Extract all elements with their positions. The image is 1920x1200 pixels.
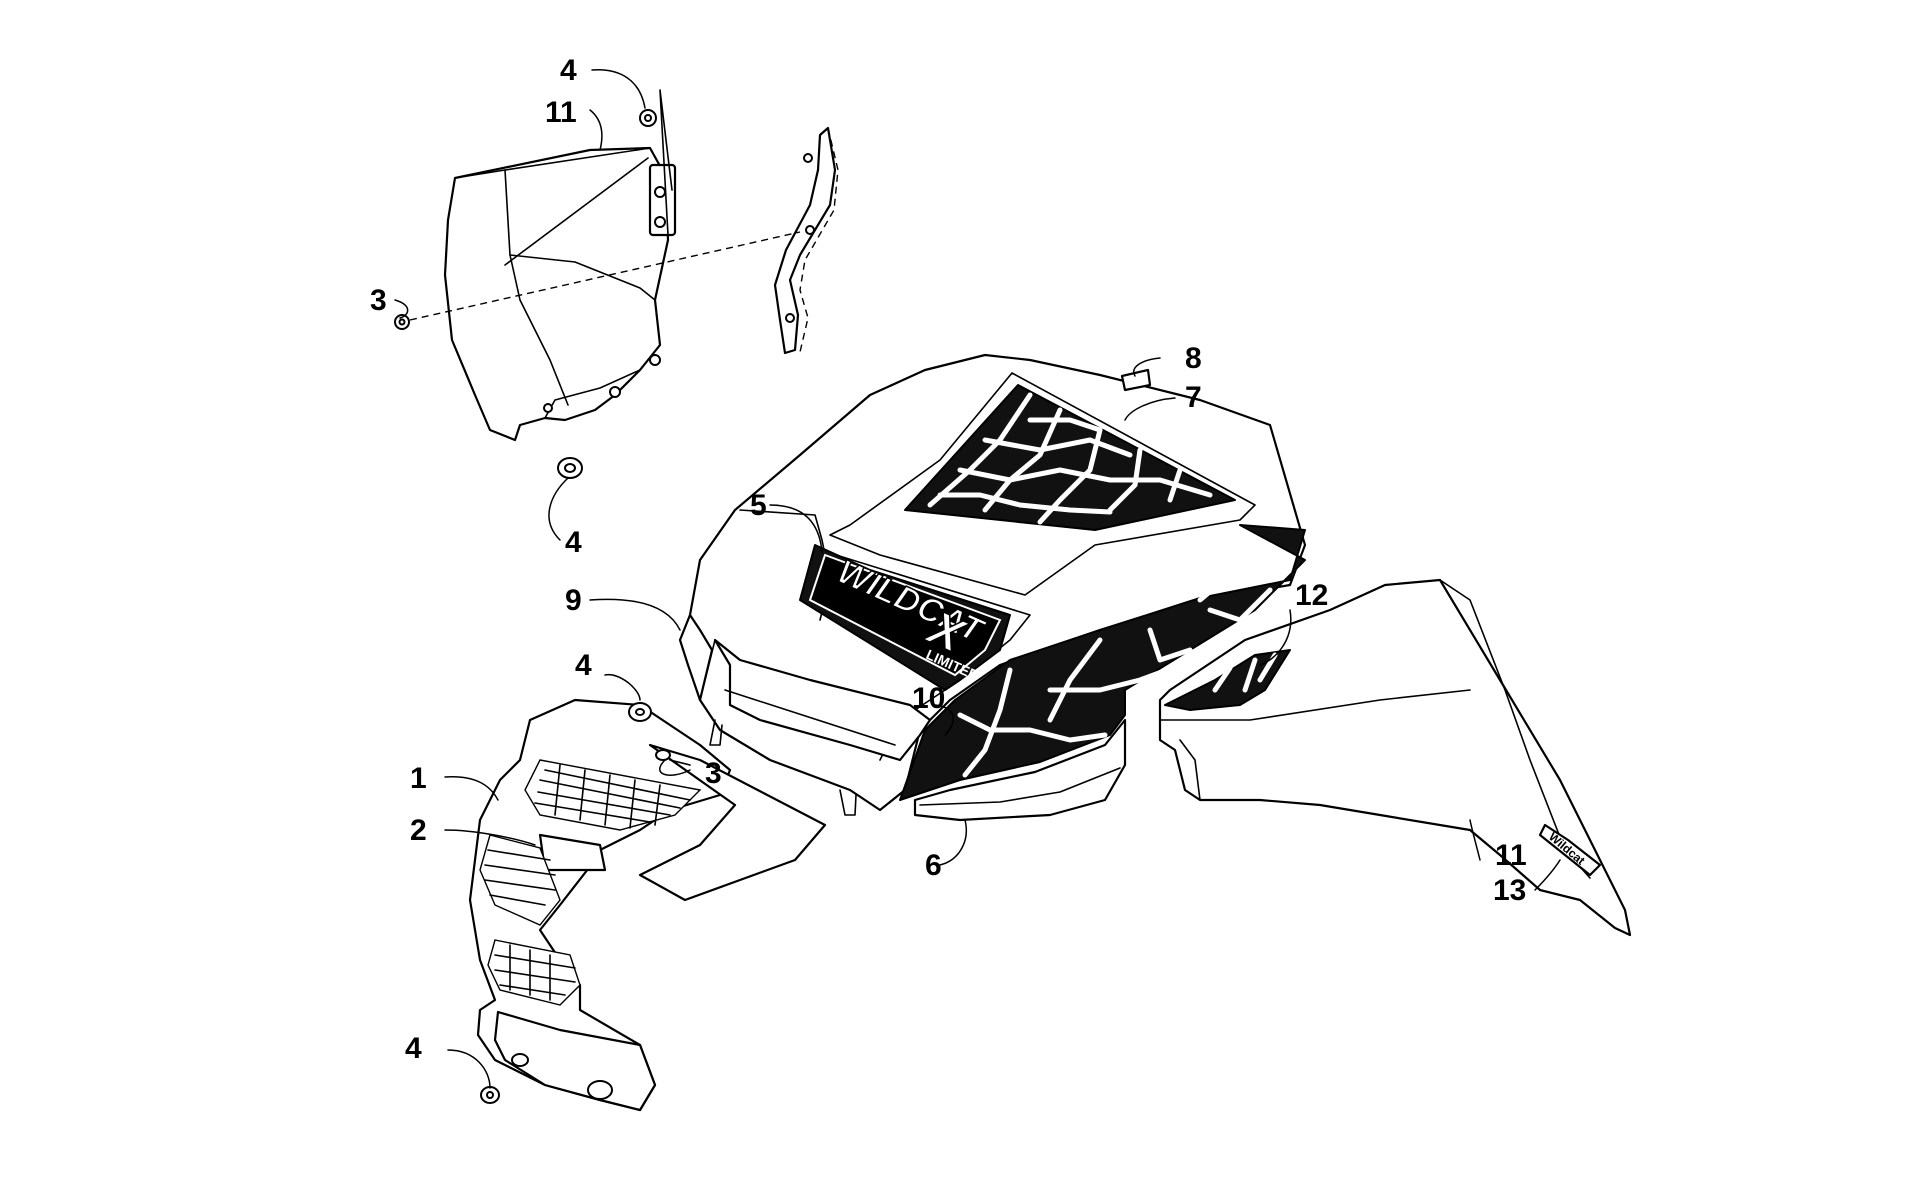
fastener-4-mid-left (557, 457, 583, 479)
callout-4-mid-left: 4 (565, 526, 582, 559)
callout-4-mid: 4 (575, 649, 592, 682)
front-fascia-plate (638, 743, 827, 902)
callout-12: 12 (1295, 579, 1328, 612)
callout-2: 2 (410, 814, 427, 847)
callout-7: 6 (925, 849, 942, 882)
callout-11-right: 11 (1495, 839, 1527, 872)
callout-3-left: 3 (370, 284, 387, 317)
callout-4-top: 4 (560, 54, 577, 87)
hood-decal-wildcat: WILDCAT X LIMITED (799, 544, 1011, 691)
callout-3-center: 3 (705, 757, 722, 790)
fastener-3-left (394, 314, 410, 330)
leader-lines (394, 69, 1561, 1089)
callout-13: 13 (1493, 874, 1526, 907)
callout-8: 10 (912, 682, 945, 715)
hood-clip (1120, 368, 1152, 392)
fastener-4-bottom (480, 1086, 500, 1104)
callout-5: 9 (565, 584, 582, 617)
callout-6: 5 (750, 489, 767, 522)
fastener-4-mid (628, 702, 652, 722)
callout-4-bottom: 4 (405, 1032, 422, 1065)
front-grille (468, 698, 732, 1112)
trim-strip (773, 126, 839, 355)
hood-decal-crackle (904, 384, 1236, 531)
callout-10: 8 (1185, 342, 1202, 375)
side-panel-right: Wildcat (1158, 578, 1632, 937)
side-panel-left (443, 146, 677, 442)
callout-11-top: 11 (545, 96, 577, 129)
callout-1: 1 (410, 762, 427, 795)
alignment-line (409, 231, 801, 321)
callouts: 4 11 3 4 8 7 5 9 12 4 10 3 1 2 6 11 13 4 (370, 54, 1527, 1065)
fastener-3-center (655, 749, 691, 766)
callout-9: 7 (1185, 381, 1202, 414)
fastener-4-top (639, 89, 673, 236)
side-decal-crackle (899, 524, 1306, 801)
